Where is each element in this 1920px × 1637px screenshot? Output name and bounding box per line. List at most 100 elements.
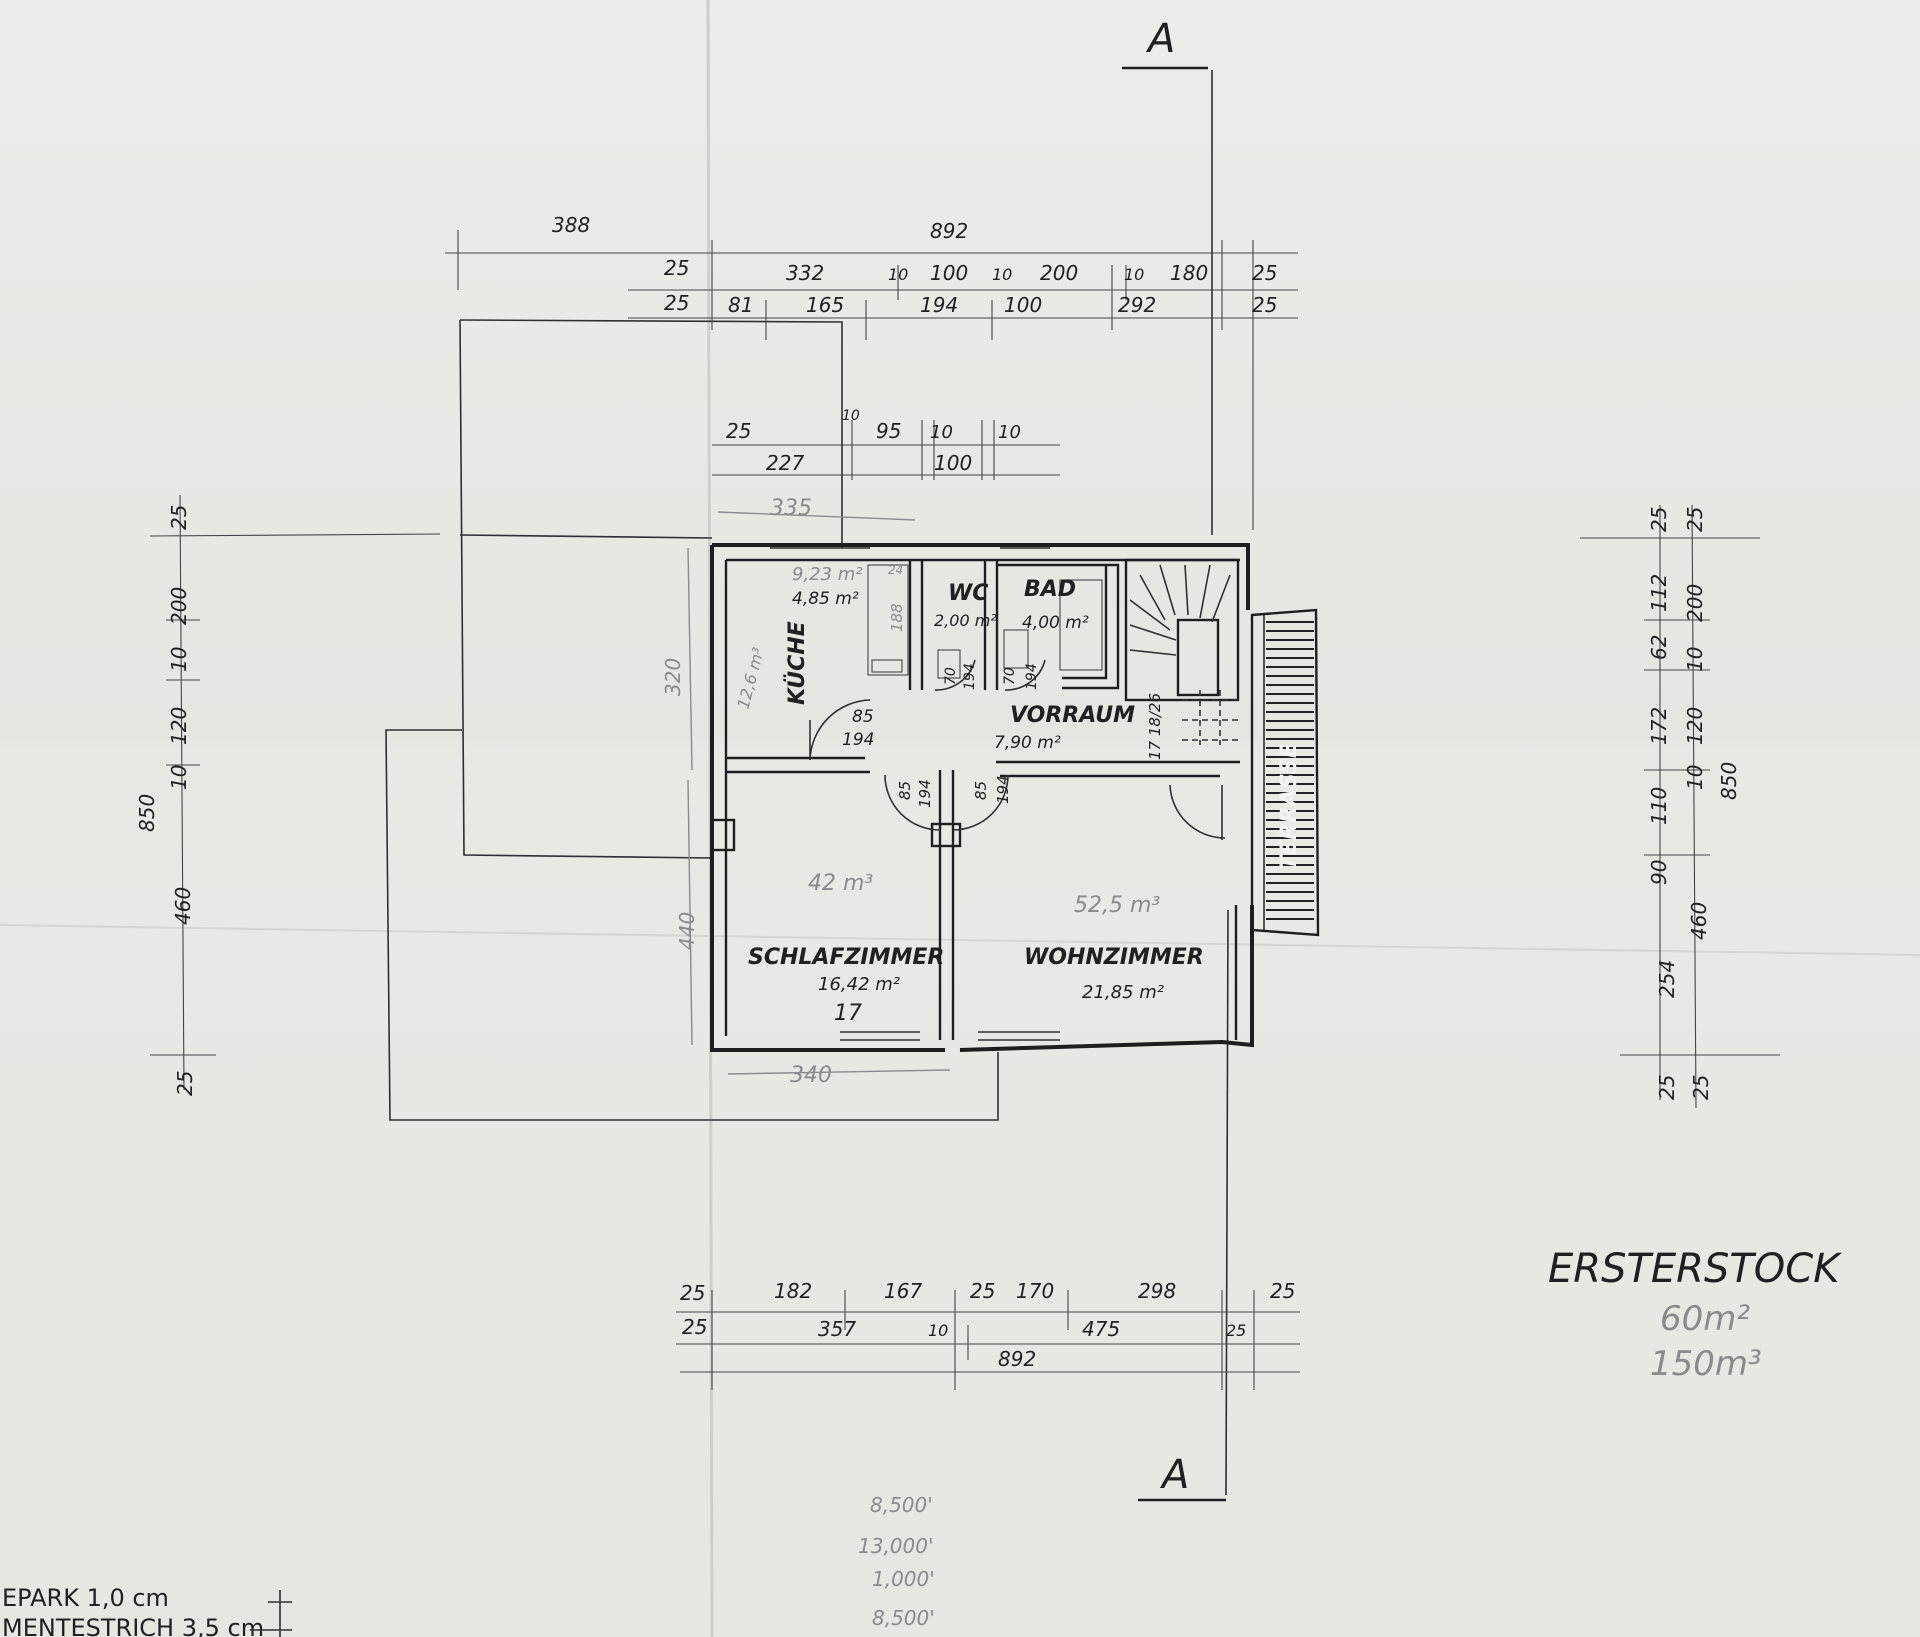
stair-rise: 17 18/26 — [1146, 693, 1164, 760]
room-terrasse-name: TERRASSE — [1277, 743, 1302, 870]
dim-right-inner-3: 120 — [1683, 707, 1707, 745]
dim-top-r1-0: 25 — [664, 256, 689, 280]
door-schlaf-height: 194 — [916, 779, 934, 808]
section-line-a: A A — [1122, 16, 1229, 1502]
total-area: 60m² — [1660, 1299, 1750, 1339]
dim-top-r3-1: 10 — [842, 408, 860, 424]
dim-right-outer-3: 172 — [1647, 707, 1671, 745]
bathroom-fixtures — [937, 579, 1103, 679]
dim-left-4: 10 — [167, 765, 191, 790]
dim-right-inner-0: 25 — [1683, 507, 1707, 532]
dim-top-r2-4: 100 — [1004, 293, 1042, 317]
dim-right-inner-2: 10 — [1683, 647, 1707, 672]
dim-bottom-r1-3: 25 — [970, 1279, 995, 1303]
title-block: ERSTERSTOCK 60m² 150m³ — [1548, 1246, 1842, 1384]
dim-bottom-r1-2: 167 — [884, 1279, 922, 1303]
kitchen-fixtures — [867, 564, 909, 676]
dimension-chain-top: 388 892 25 332 10 100 10 200 10 180 25 2… — [445, 213, 1298, 530]
room-wc-name: WC — [948, 581, 988, 606]
dim-schlaf-width: 340 — [790, 1063, 832, 1088]
dim-left-5: 460 — [171, 887, 195, 925]
dim-right-inner-5: 460 — [1687, 902, 1711, 940]
dim-top-r1-2: 10 — [888, 265, 908, 284]
dim-top-r1-8: 25 — [1252, 261, 1277, 285]
door-swings — [809, 659, 1226, 840]
room-kueche-area: 4,85 m² — [792, 589, 859, 609]
room-wohnzimmer-volume: 52,5 m³ — [1074, 893, 1160, 918]
building-walls — [710, 543, 1254, 1052]
dimension-chain-right: 25 112 62 172 110 90 254 25 25 200 10 12… — [1580, 504, 1780, 1109]
door-wohn-width: 85 — [972, 781, 990, 800]
room-kueche: KÜCHE 9,23 m² 4,85 m² 12,6 m³ — [734, 564, 863, 711]
dim-bottom-total: 892 — [998, 1347, 1036, 1371]
dimension-chain-left: 25 200 10 120 10 460 25 850 — [135, 494, 441, 1096]
dim-top-r1-7: 180 — [1170, 261, 1208, 285]
dim-top-total-left: 388 — [552, 213, 590, 237]
dim-right-inner-1: 200 — [1683, 584, 1707, 622]
dim-top-r3-0: 25 — [726, 419, 751, 443]
dim-top-r3-2: 95 — [876, 419, 901, 443]
dim-top-r3-4: 10 — [998, 422, 1021, 443]
dim-top-r2-5: 292 — [1118, 293, 1156, 317]
door-kueche-width: 85 — [852, 707, 874, 727]
room-schlafzimmer-area: 16,42 m² — [818, 974, 900, 995]
dim-top-r2-1: 81 — [728, 293, 753, 317]
room-wohnzimmer-name: WOHNZIMMER — [1024, 945, 1204, 970]
dim-top-total: 892 — [930, 219, 968, 243]
section-mark-top: A — [1145, 16, 1175, 62]
legend-line-0: EPARK 1,0 cm — [2, 1584, 169, 1612]
dim-bottom-r1-0: 25 — [680, 1281, 705, 1305]
total-volume: 150m³ — [1650, 1344, 1762, 1384]
dim-bottom-r1-5: 298 — [1138, 1279, 1176, 1303]
dim-bottom-r2-3: 475 — [1082, 1317, 1120, 1341]
dim-kueche-width: 335 — [770, 496, 812, 521]
dim-left-0: 25 — [167, 505, 191, 530]
room-wc: WC 2,00 m² — [934, 581, 997, 630]
terrace-hatching — [1266, 621, 1314, 920]
door-wc-width: 70 — [943, 667, 959, 685]
dim-right-outer-2: 62 — [1647, 635, 1671, 660]
room-vorraum: VORRAUM 7,90 m² — [994, 703, 1135, 753]
room-bad-area: 4,00 m² — [1022, 613, 1089, 633]
staircase — [1124, 558, 1240, 745]
adjacent-structure-outline — [385, 319, 999, 1121]
dim-right-inner-6: 25 — [1689, 1075, 1713, 1100]
dim-left-2: 10 — [167, 647, 191, 672]
dim-top-r2-6: 25 — [1252, 293, 1277, 317]
dimension-chain-bottom: 25 182 167 25 170 298 25 25 357 10 475 2… — [676, 1279, 1300, 1390]
dim-top-r1-5: 200 — [1040, 261, 1078, 285]
dim-bottom-r1-6: 25 — [1270, 1279, 1295, 1303]
door-bad-width: 70 — [1002, 667, 1018, 685]
dim-bottom-r2-2: 10 — [928, 1321, 948, 1340]
dim-top-r1-4: 10 — [992, 265, 1012, 284]
dim-right-outer-1: 112 — [1647, 574, 1671, 612]
pencil-note-2: 1,000' — [872, 1567, 935, 1591]
dim-right-outer-4: 110 — [1647, 787, 1671, 825]
dim-top-r1-3: 100 — [930, 261, 968, 285]
room-vorraum-area: 7,90 m² — [994, 733, 1061, 753]
door-kueche-height: 194 — [842, 730, 874, 750]
dim-left-6: 25 — [173, 1071, 197, 1096]
dim-left-total: 850 — [135, 794, 159, 832]
dim-top-r4-0: 227 — [766, 451, 804, 475]
room-wohnzimmer-area: 21,85 m² — [1082, 982, 1164, 1003]
dim-kueche-height: 320 — [661, 658, 685, 696]
section-mark-bottom: A — [1159, 1452, 1189, 1498]
room-bad-name: BAD — [1024, 577, 1076, 602]
dim-right-outer-7: 25 — [1655, 1075, 1679, 1100]
dim-bottom-r2-4: 25 — [1226, 1321, 1246, 1340]
room-vorraum-name: VORRAUM — [1010, 703, 1135, 728]
room-kueche-name: KÜCHE — [784, 621, 810, 705]
dim-top-r2-0: 25 — [664, 291, 689, 315]
dim-bottom-r1-1: 182 — [774, 1279, 812, 1303]
dim-bottom-r1-4: 170 — [1016, 1279, 1054, 1303]
pencil-note-3: 8,500' — [872, 1606, 935, 1630]
room-schlafzimmer-area-pencil: 17 — [834, 1001, 862, 1026]
dim-top-r3-3: 10 — [930, 422, 953, 443]
door-wc-height: 194 — [962, 663, 978, 690]
room-kueche-area-pencil: 9,23 m² — [792, 564, 863, 585]
terrace — [1250, 608, 1320, 937]
dim-top-r1-6: 10 — [1124, 265, 1144, 284]
